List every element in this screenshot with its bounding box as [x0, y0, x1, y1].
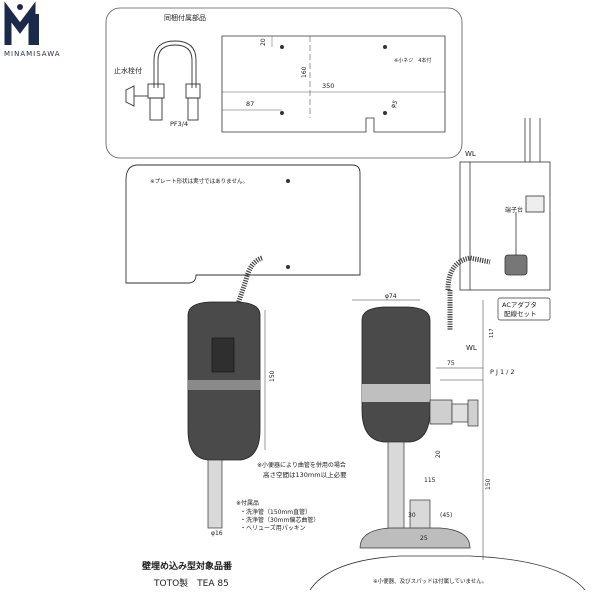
bottom-note: ※小便器、及びスパッドは付属していません。: [373, 577, 487, 585]
terminal-label: 端子台: [505, 206, 523, 214]
flush-valve-unit-front: 150 φ16: [187, 301, 276, 537]
plate-note: ※プレート形状は実寸ではありません。: [150, 177, 248, 185]
dim-350: 350: [322, 82, 334, 90]
dim-87: 87: [246, 100, 254, 108]
wl-top: WL: [465, 150, 476, 158]
plate-front-view: ※プレート形状は実寸ではありません。: [125, 164, 361, 284]
wl-right: WL: [466, 344, 477, 352]
dia-74: φ74: [385, 293, 397, 300]
wall-box: [445, 118, 551, 330]
hole-dim: φ5: [389, 99, 399, 109]
dim-45: (45): [440, 512, 452, 519]
dim-30: 30: [408, 512, 416, 519]
dim-75: 75: [447, 360, 455, 367]
brand-logo-text: MINAMISAWA: [4, 50, 61, 58]
dim-115: 115: [424, 477, 436, 484]
acc-2: ・洗浄管（30mm偏芯曲管）: [240, 516, 319, 524]
valve-label: 止水栓付: [114, 66, 142, 75]
screw-note: ※小ネジ 4本付: [394, 57, 431, 64]
wire-conduit: [233, 255, 263, 311]
dim-20: 20: [260, 38, 267, 46]
adapter-label-1: ACアダプタ: [502, 300, 537, 309]
dim-160: 160: [301, 66, 308, 78]
footer-title: 壁埋め込み型対象品番: [142, 560, 233, 572]
mounting-plate-drawing: [221, 35, 446, 133]
dim-25: 25: [420, 535, 428, 542]
pipe-label: PF3/4: [170, 120, 188, 128]
space-note: 高さ空間は130mm以上必要: [263, 470, 347, 479]
acc-3: ・ヘリューズ用パッキン: [240, 524, 306, 532]
acc-1: ・洗浄管（150mm直管）: [240, 508, 311, 516]
flush-valve-unit-side: [309, 299, 586, 591]
accessories-panel: 同梱付属部品 止水栓付 PF3/4 20 160 350: [105, 7, 463, 159]
accessories-title: 同梱付属部品: [164, 13, 206, 22]
footer-product: TOTO製 TEA 85: [153, 577, 229, 589]
pj-label: P J 1 / 2: [490, 368, 515, 376]
right-dim-150: 150: [485, 478, 492, 490]
adapter-label-2: 配線セット: [504, 309, 537, 318]
right-dim-20: 20: [435, 450, 442, 458]
dim-117: 117: [489, 328, 495, 338]
stop-valve-icon: [125, 40, 201, 121]
acc-head: ※付属品: [236, 499, 259, 507]
brand-logo: [4, 1, 39, 45]
pipe-diameter: φ16: [211, 530, 223, 537]
pipe-note: ※小便器により曲管を併用の場合: [257, 461, 346, 469]
unit-dim-150: 150: [269, 370, 276, 382]
